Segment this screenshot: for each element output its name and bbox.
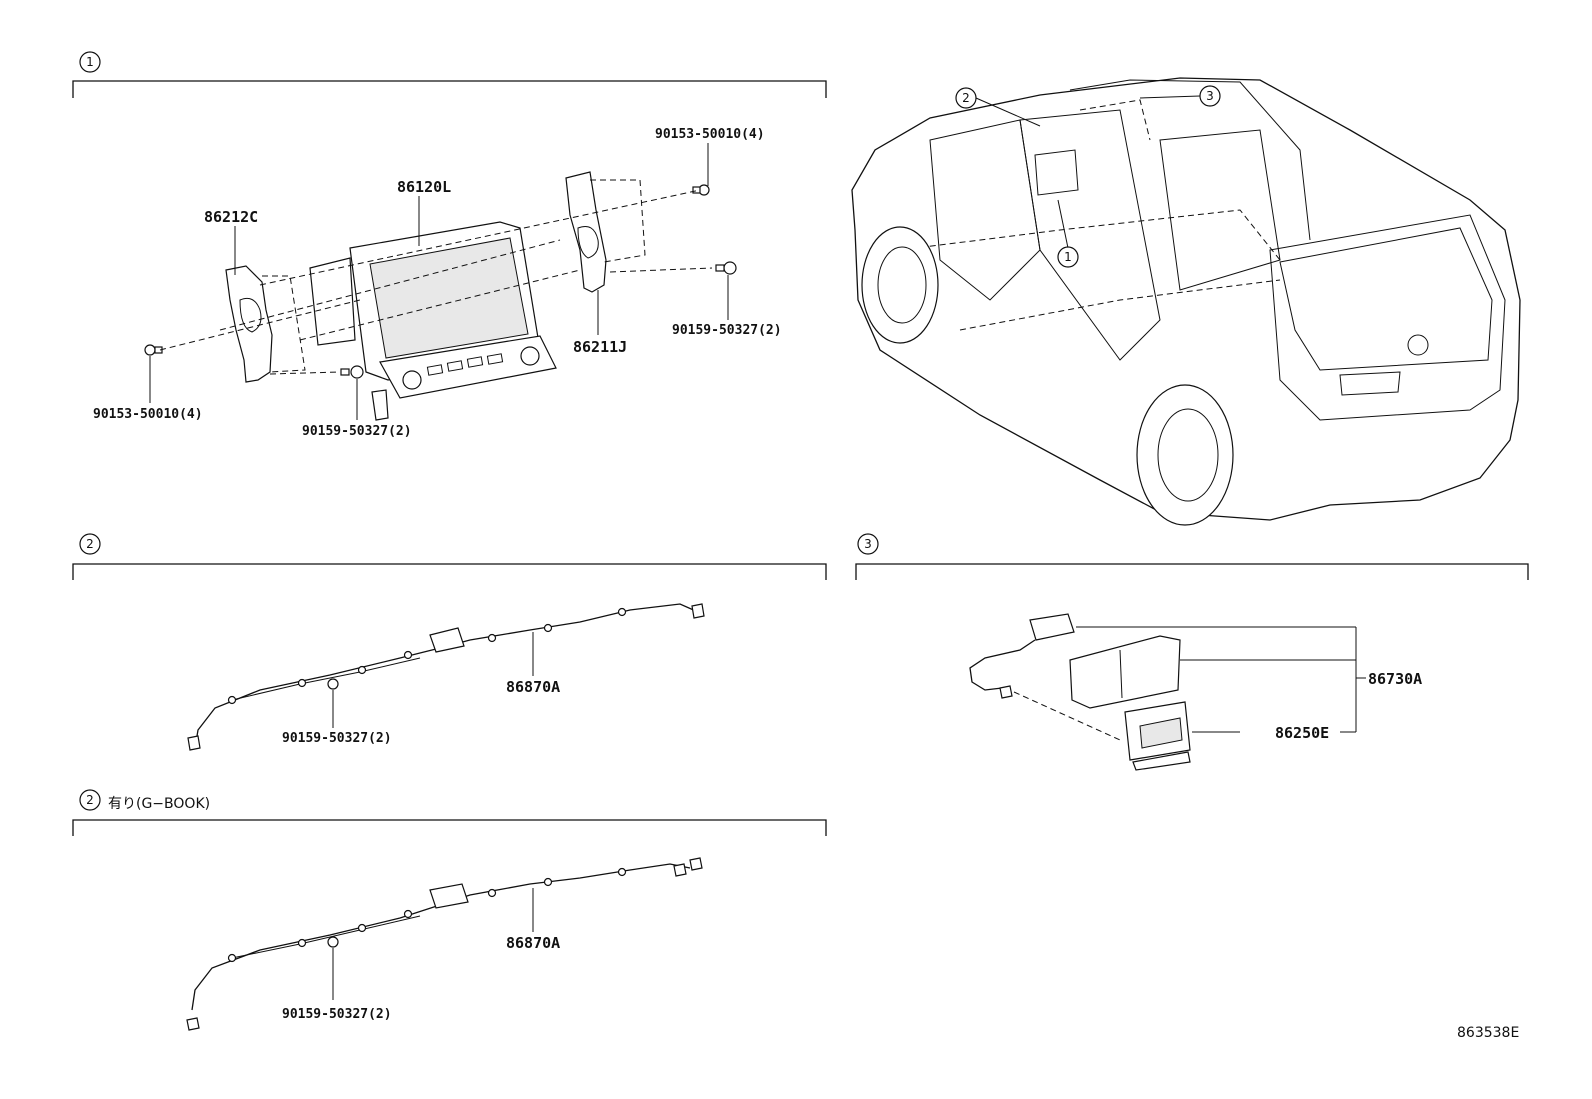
lamp-cover-divider	[1119, 649, 1123, 699]
section-2-marker: 2	[86, 537, 94, 551]
vehicle-display-location	[1034, 149, 1079, 196]
vehicle-quarter-window	[1159, 129, 1281, 291]
label-86250E: 86250E	[1275, 724, 1329, 742]
vehicle-rear-window	[1279, 227, 1493, 371]
head-unit-tab	[371, 389, 389, 421]
section-2b-marker-circle	[79, 789, 101, 811]
left-bracket-cutout	[239, 297, 262, 333]
screw-top-right-icon	[692, 184, 710, 196]
align-line-4	[299, 269, 581, 341]
left-bracket-dash	[262, 275, 306, 373]
label-86211J: 86211J	[573, 338, 627, 356]
clip-icon	[327, 678, 339, 690]
screw-right-icon	[715, 261, 737, 275]
section-2-gbook: 2 有り(G−BOOK) 86870A 90159-50327(2)	[72, 789, 827, 1031]
antenna-cord-secondary	[231, 657, 421, 701]
gbook-cord-clamps	[227, 867, 627, 963]
cord-connector-left	[187, 735, 201, 751]
label-fastener-f1: 90153-50010(4)	[655, 127, 765, 142]
diagram-ref-code: 863538E	[1457, 1025, 1519, 1041]
head-unit-rear	[309, 257, 356, 346]
vehicle-marker-1: 1	[1064, 250, 1072, 264]
section-2b-marker: 2	[86, 793, 94, 807]
section-2b-bracket	[72, 819, 827, 836]
knob-left-icon	[402, 370, 422, 390]
vehicle-interior-dash	[899, 209, 1281, 261]
align-line-2	[219, 239, 561, 331]
left-bracket-part	[225, 265, 273, 383]
align-line-6	[269, 371, 341, 375]
align-line-5	[609, 267, 713, 273]
label-86870A-1: 86870A	[506, 678, 560, 696]
vehicle-roof-line	[1069, 79, 1311, 241]
label-fastener-f2: 90159-50327(2)	[672, 323, 782, 338]
section-1: 1	[72, 51, 827, 439]
vehicle-illustration: 2 3 1	[851, 77, 1521, 526]
map-lamp-lens	[1139, 717, 1183, 749]
section-3-bracket	[855, 563, 1529, 580]
vehicle-emblem-icon	[1407, 334, 1429, 356]
vehicle-outline	[851, 77, 1521, 521]
gbook-connector-right-2	[689, 857, 703, 871]
section-3: 3 86730A 86250E	[855, 533, 1529, 771]
screw-bottom-icon	[340, 365, 364, 379]
vehicle-marker-2-circle	[955, 87, 977, 109]
vehicle-plate	[1339, 371, 1401, 396]
lamp-harness-housing	[1029, 613, 1075, 641]
right-bracket-part	[565, 171, 607, 293]
section-2-bracket	[72, 563, 827, 580]
label-fastener-f4: 90159-50327(2)	[302, 424, 412, 439]
antenna-cord-gbook-part	[191, 863, 691, 1011]
gbook-connector-left	[186, 1017, 200, 1031]
knob-right-icon	[520, 346, 540, 366]
label-86212C: 86212C	[204, 208, 258, 226]
section-2b-caption: 有り(G−BOOK)	[108, 796, 210, 812]
section-2-marker-circle	[79, 533, 101, 555]
vehicle-rear-hatch	[1269, 214, 1506, 421]
vehicle-marker-3: 3	[1206, 89, 1214, 103]
gbook-clip-icon	[327, 936, 339, 948]
section-2: 2 86870A 90159-50327(2)	[72, 533, 827, 751]
cord-connector-right	[691, 603, 705, 619]
screw-left-icon	[144, 344, 163, 356]
label-86730A: 86730A	[1368, 670, 1422, 688]
antenna-amplifier-part	[429, 627, 465, 653]
align-line-1	[159, 299, 361, 351]
map-lamp-base	[1132, 751, 1191, 771]
align-line-3	[259, 189, 701, 286]
gbook-connector-right-1	[673, 863, 687, 877]
lamp-harness-part	[969, 639, 1036, 691]
vehicle-front-door	[929, 119, 1041, 301]
cord-clamps	[227, 607, 627, 705]
right-bracket-cutout	[577, 226, 599, 259]
vehicle-front-wheel	[861, 226, 939, 344]
antenna-cord-gbook-secondary	[231, 915, 421, 959]
section-1-bracket	[72, 80, 827, 98]
vehicle-marker-1-circle	[1057, 246, 1079, 268]
lamp-cover-part	[1069, 635, 1181, 709]
label-fastener-f3: 90153-50010(4)	[93, 407, 203, 422]
vehicle-rear-wheel	[1136, 384, 1234, 526]
lamp-harness-connector	[999, 685, 1013, 699]
vehicle-marker-2: 2	[962, 91, 970, 105]
head-unit-control-panel	[379, 335, 557, 399]
label-86120L: 86120L	[397, 178, 451, 196]
vehicle-marker-3-circle	[1199, 85, 1221, 107]
label-fastener-f5: 90159-50327(2)	[282, 731, 392, 746]
head-unit-buttons	[426, 353, 504, 376]
head-unit-screen	[369, 237, 529, 359]
label-fastener-f6: 90159-50327(2)	[282, 1007, 392, 1022]
right-bracket-dash	[590, 179, 646, 263]
section-1-marker: 1	[86, 55, 94, 69]
antenna-amplifier-gbook-part	[429, 883, 469, 909]
antenna-cord-part	[194, 603, 699, 749]
vehicle-interior-dash-2	[959, 279, 1281, 331]
section-3-marker: 3	[864, 537, 872, 551]
section-3-marker-circle	[857, 533, 879, 555]
vehicle-slide-door	[1019, 109, 1161, 361]
label-86870A-2: 86870A	[506, 934, 560, 952]
vehicle-roof-harness	[1079, 99, 1151, 141]
section-1-marker-circle	[79, 51, 101, 73]
